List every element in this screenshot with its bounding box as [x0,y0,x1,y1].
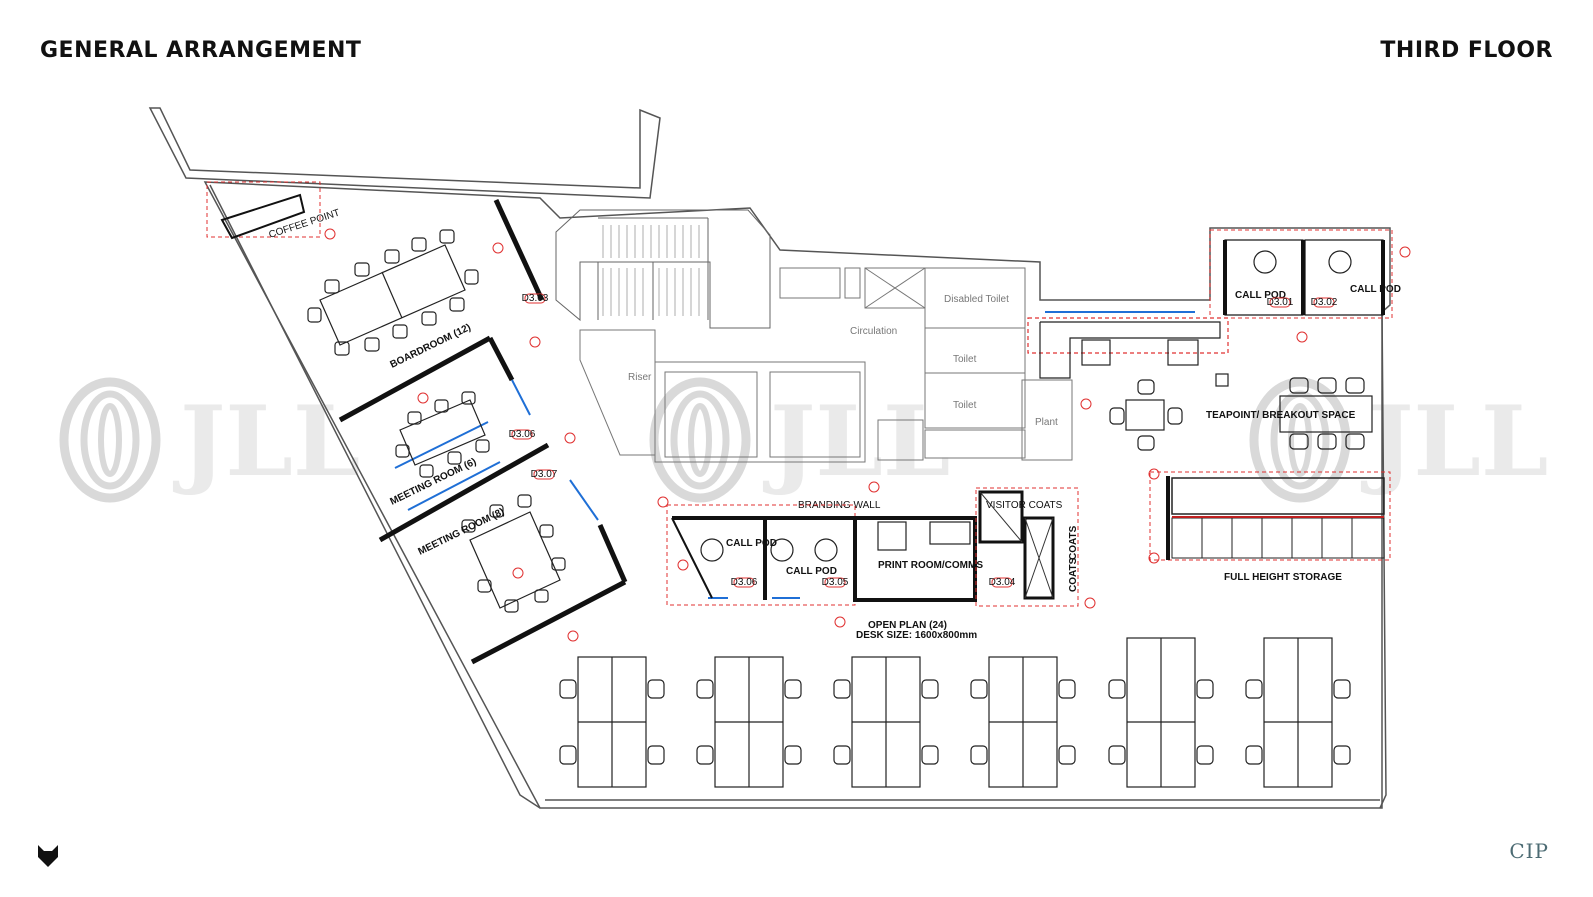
door-tag-1: D3.03 [522,293,549,304]
door-tag-3: D3.07 [531,469,558,480]
full-height-storage-label: FULL HEIGHT STORAGE [1224,572,1342,583]
door-tag-6: D3.05 [822,577,849,588]
desk-clusters [577,637,1333,788]
open-plan-label: OPEN PLAN (24) [868,620,947,631]
watermark-group: JLL JLL JLL [59,377,1548,503]
core-stairs [555,209,771,329]
watermark-text-2: JLL [762,385,950,498]
meeting-room-8-table [461,494,566,613]
call-pods-top [1209,229,1393,319]
branding-wall-label: BRANDING WALL [798,500,881,511]
door-tag-5: D3.02 [1311,297,1338,308]
watermark-text-3: JLL [1360,385,1548,498]
call-pod-label-1: CALL POD [726,538,777,549]
teapoint-label: TEAPOINT/ BREAKOUT SPACE [1206,410,1356,421]
boardroom-label: BOARDROOM (12) [388,322,472,371]
disabled-toilet-label: Disabled Toilet [944,294,1009,305]
print-room [853,516,977,602]
desk-size-label: DESK SIZE: 1600x800mm [856,630,977,641]
call-pod-label-4: CALL POD [1350,284,1401,295]
floor-title: THIRD FLOOR [1380,38,1553,63]
section-markers [324,228,1411,642]
boardroom-chairs [307,229,479,356]
storage-units [1149,471,1391,561]
watermark-text-1: JLL [172,385,360,498]
door-tags: D3.03 D3.06 D3.07 D3.01 D3.02 D3.05 D3.0… [509,293,1338,588]
stair-treads [602,225,700,316]
glazing-lines [394,311,1195,599]
call-pods-bottom [666,504,857,606]
call-pod-label-3: CALL POD [1235,290,1286,301]
desk-chairs [559,679,1351,765]
coffee-point: COFFEE POINT [206,181,341,241]
circulation-label: Circulation [850,326,897,337]
meeting-room-walls [338,198,628,665]
meeting-room-6-table [395,391,490,478]
riser-label: Riser [628,372,652,383]
core-rooms [579,267,1073,463]
print-room-label: PRINT ROOM/COMMS [878,560,983,571]
door-tag-4: D3.01 [1267,297,1294,308]
teapoint-furniture [1027,317,1373,451]
cip-brand-logo: CIP [1509,839,1549,863]
toilet-label-2: Toilet [953,400,977,411]
coats-label-1: COATS [1068,525,1079,560]
boardroom-table [319,244,466,346]
toilet-label-1: Toilet [953,354,977,365]
visitor-coats-label: VISITOR COATS [986,500,1063,511]
door-tag-2: D3.06 [731,577,758,588]
page-title: GENERAL ARRANGEMENT [40,38,362,63]
fox-head-icon [38,845,58,867]
plant-label: Plant [1035,417,1058,428]
coats-area [975,487,1079,607]
coats-label-2: COATS [1068,557,1079,592]
door-tag-7: D3.06 [509,429,536,440]
door-tag-8: D3.04 [989,577,1016,588]
call-pod-label-2: CALL POD [786,566,837,577]
